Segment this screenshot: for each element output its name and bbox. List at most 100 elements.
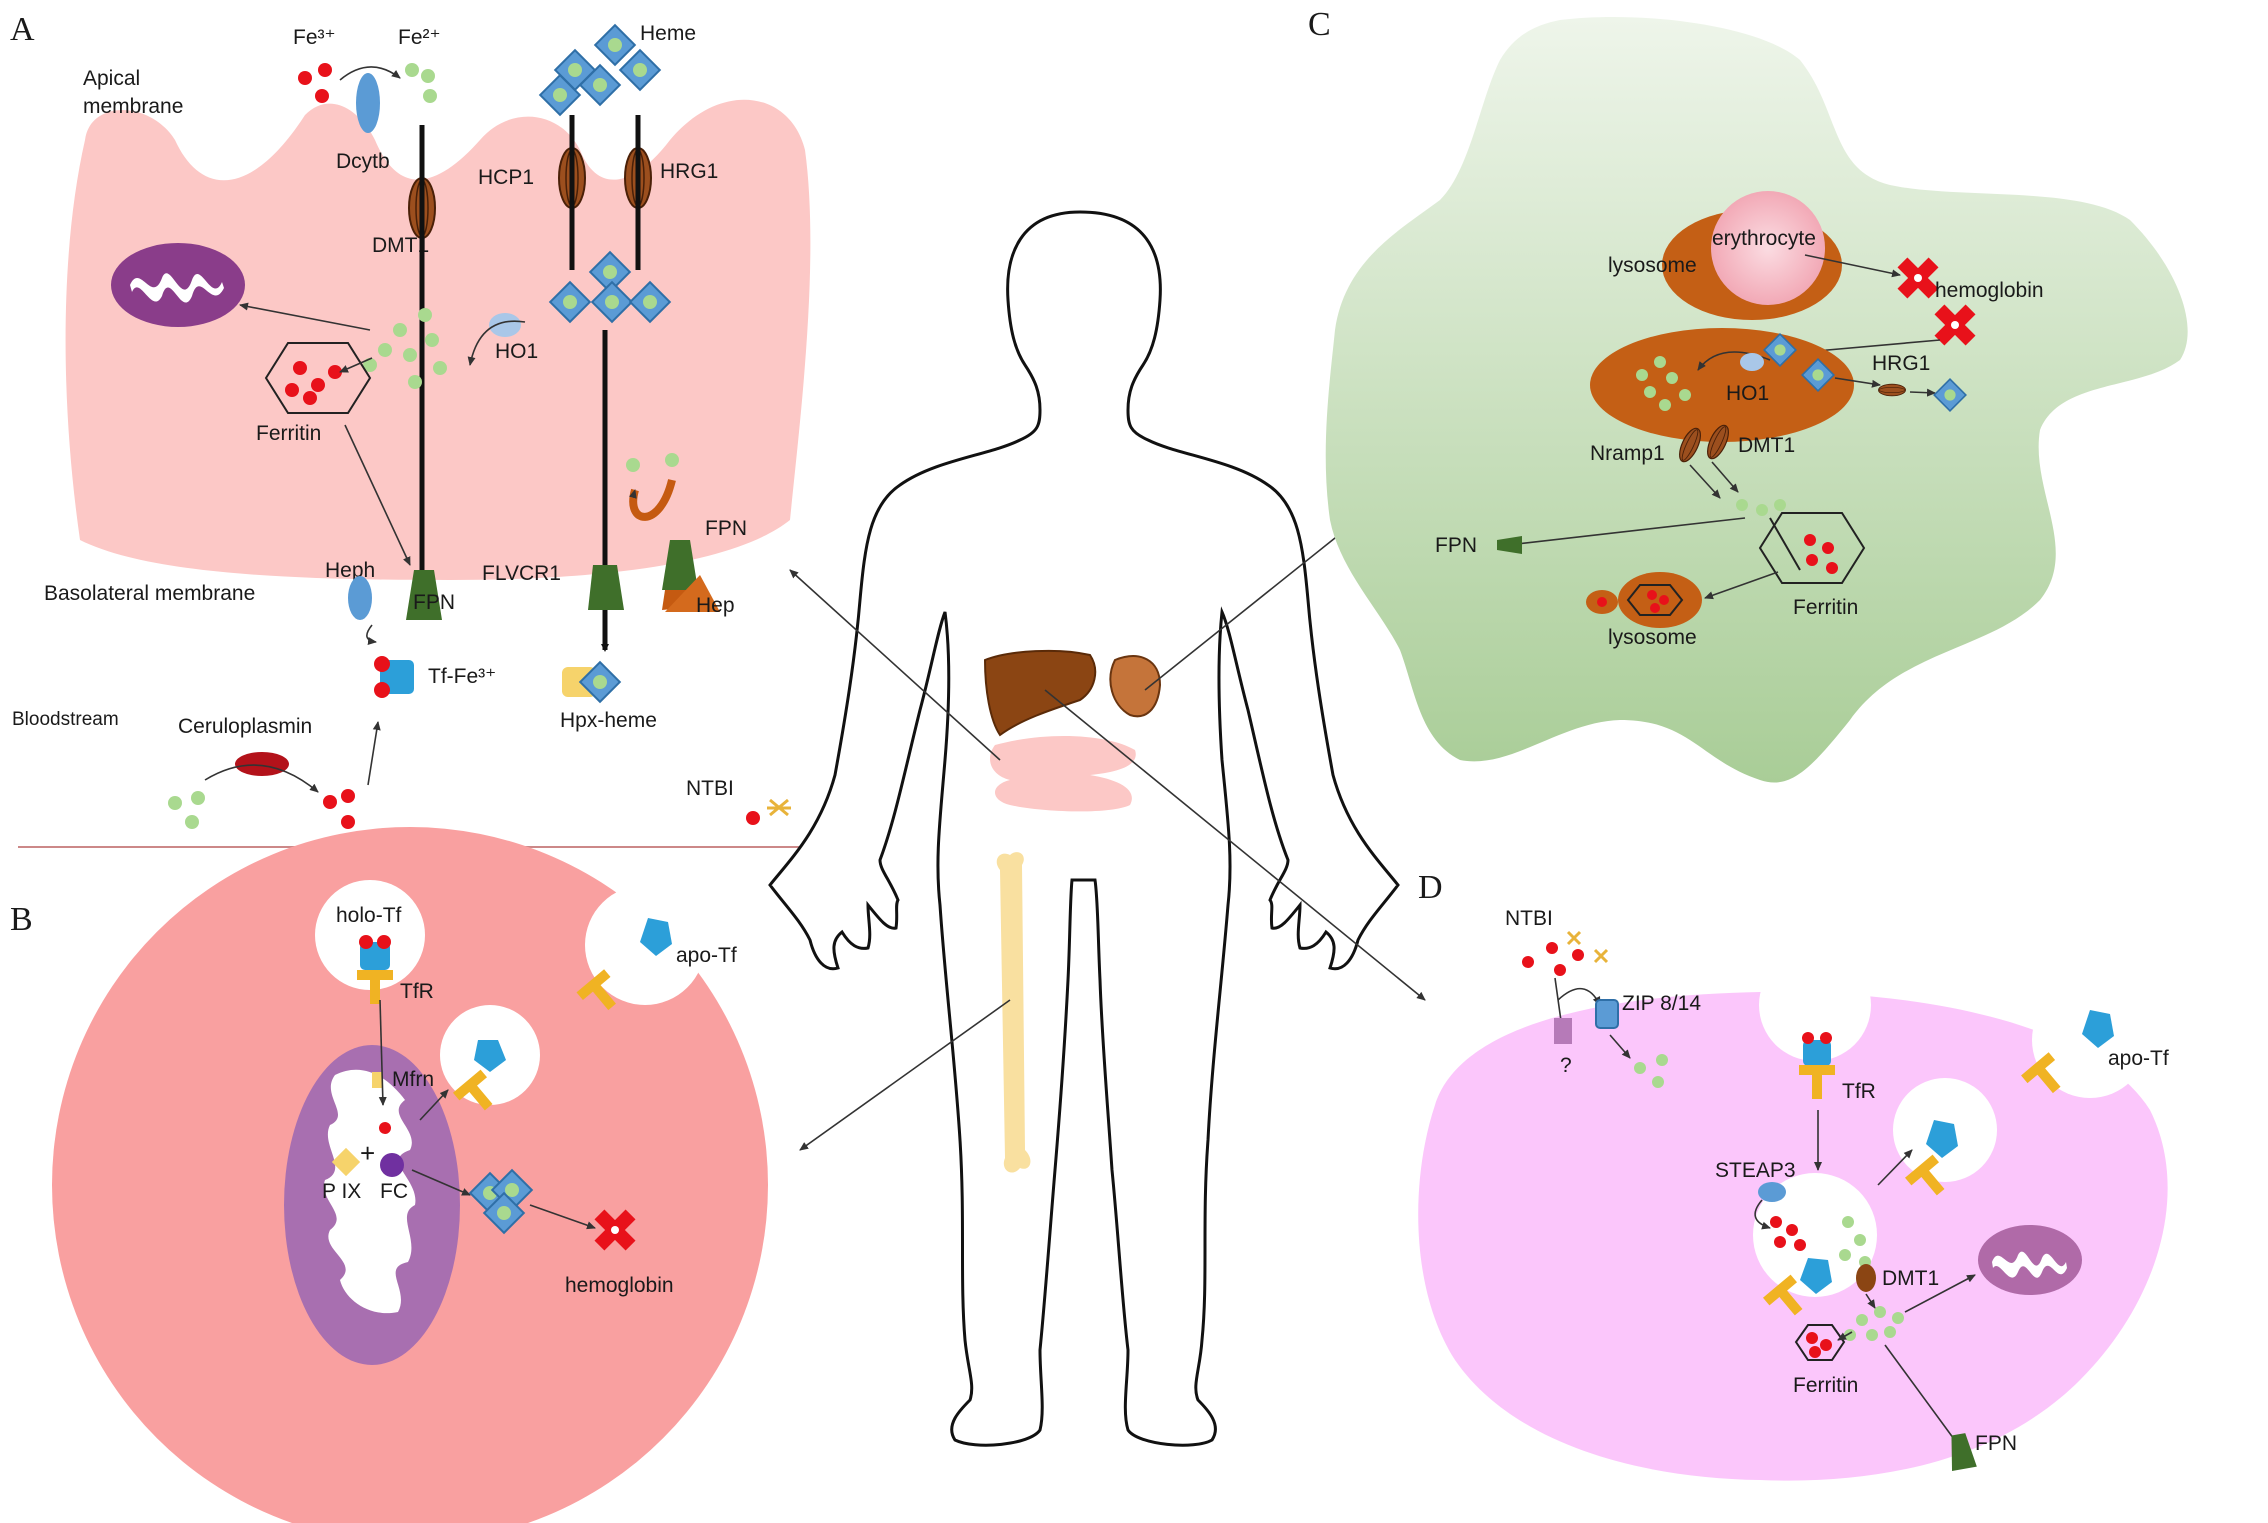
heph-arrow [366,624,377,645]
ntbi-ligand-a [767,798,791,817]
fe2-ions-blood [168,791,205,829]
holo-tf-b [359,935,391,970]
heph-label: Heph [325,559,375,582]
tf-fe3-complex [374,656,414,698]
erythrocyte-c [1711,191,1825,305]
endosome-tf-b [474,1040,506,1072]
fe3-ions-blood [323,789,355,829]
fe-to-ferritin-arrow-a [339,357,373,373]
apo-tf-recycling-d [1926,1120,1958,1158]
fe2-label: Fe²⁺ [398,26,441,49]
tfr-label-b: TfR [400,980,434,1003]
mitochondrion-d [1978,1225,2082,1295]
fe3-ions-top [298,63,332,103]
ntbi-ligands-d [1566,930,1609,964]
fc-to-heme-arrow [411,1169,471,1196]
fe2-endosome-d [1839,1216,1871,1268]
hrg1-transporter-c [1878,383,1906,397]
bloodstream-label: Bloodstream [12,709,119,730]
ferritin-to-lysosome-arrow [1704,571,1779,600]
bone-to-b-arrow [799,999,1011,1151]
panel-b-letter: B [10,901,33,938]
ho1-arrow-a [467,320,526,366]
holo-tf-d [1802,1032,1832,1066]
hrg1-label-a: HRG1 [660,160,718,183]
intestine [990,735,1136,812]
ho1-label-c: HO1 [1726,382,1769,405]
zip-label: ZIP 8/14 [1622,992,1701,1015]
recycle-arrow-d [1877,1149,1913,1186]
panel-c: C erythrocyte lysosome hemoglobin HO1 HR… [1308,6,2188,783]
fpn-degradation-arrow [628,478,676,521]
fpn-label-a: FPN [413,591,455,614]
fe2-cytosol-d [1844,1306,1904,1341]
fpn-label-c: FPN [1435,534,1477,557]
membrane-label: membrane [83,95,183,118]
fe-to-mito-arrow-d [1904,1274,1976,1313]
dmt1-label-c: DMT1 [1738,434,1795,457]
erythrocyte-to-hemoglobin-arrow [1804,254,1901,278]
hrg1-label-c: HRG1 [1872,352,1930,375]
basolateral-label: Basolateral membrane [44,582,255,605]
erythrocyte-label: erythrocyte [1712,227,1816,250]
heme-label: Heme [640,22,696,45]
liver-to-d-arrow [1044,689,1426,1001]
ceruloplasmin-label: Ceruloplasmin [178,715,312,738]
panel-d-letter: D [1418,869,1443,906]
lysosome-label-top: lysosome [1608,254,1697,277]
steap3-enzyme [1758,1182,1786,1202]
hemoglobin-to-lysosome-arrow [1804,339,1941,356]
ceruloplasmin-protein [235,752,289,776]
fe2-cytosol-c [1736,499,1786,516]
flvcr1-label: FLVCR1 [482,562,561,585]
protoporphyrin-ix [331,1147,361,1177]
panel-a: A Fe³⁺ Fe²⁺ Dcytb Apical membrane Heme D… [10,11,832,848]
panel-a-letter: A [10,11,35,48]
ferritin-a [265,342,371,414]
dcytb-reduction-arrow [339,66,401,81]
intestine-to-a-arrow [789,569,1001,761]
plus-label: + [360,1138,375,1168]
fpn-label-top: FPN [705,517,747,540]
heph-protein [348,576,372,620]
fe-to-fpn-arrow-d [1884,1344,1963,1451]
body-outline [768,210,1400,1447]
ferritin-label-a: Ferritin [256,422,321,445]
fe3-endosome-d [1770,1216,1806,1251]
ferritinophagy-lysosome [1586,572,1702,628]
tfr-to-mito-arrow [378,999,387,1106]
zip-transporter [1595,999,1619,1029]
hrg1-export-arrow [1909,388,1936,397]
hemoglobin-label-c: hemoglobin [1935,279,2044,302]
femur-bone [996,852,1031,1173]
ntbi-label-a: NTBI [686,777,734,800]
apo-tf-endosome-d [1800,1258,1832,1294]
fe-mito-b [379,1122,391,1134]
endosome-pit-d [1759,949,1871,1061]
endosome-pit-b [315,880,425,990]
ho1-enzyme-c [1740,353,1764,371]
apo-tf-label-b: apo-Tf [676,944,737,967]
mfrn-label: Mfrn [392,1068,434,1091]
heme-to-hemoglobin-arrow [529,1204,596,1230]
hpx-heme-label: Hpx-heme [560,709,657,732]
dmt1-label-d: DMT1 [1882,1267,1939,1290]
fe3-label: Fe³⁺ [293,26,336,49]
ntbi-iron-a [746,811,760,825]
hemoglobin-label-b: hemoglobin [565,1274,674,1297]
mfrn-transporter [372,1072,382,1088]
tf-fe3-label: Tf-Fe³⁺ [428,665,496,688]
human-body [768,210,1400,1447]
ho1-label-a: HO1 [495,340,538,363]
ho1-enzyme-a [489,313,521,337]
pix-label: P IX [322,1180,361,1203]
fe-to-mito-arrow-a [239,302,371,331]
ntbi-iron-d [1522,942,1584,976]
liver [983,649,1097,737]
fe2-recycle-ions [626,453,679,472]
ntbi-reduction-arrow [1557,987,1601,1006]
fe3-to-tf-arrow [367,721,381,786]
mitochondrion-a [111,243,245,327]
panel-d: D NTBI ? ZIP 8/14 TfR apo-Tf [1418,869,2169,1481]
